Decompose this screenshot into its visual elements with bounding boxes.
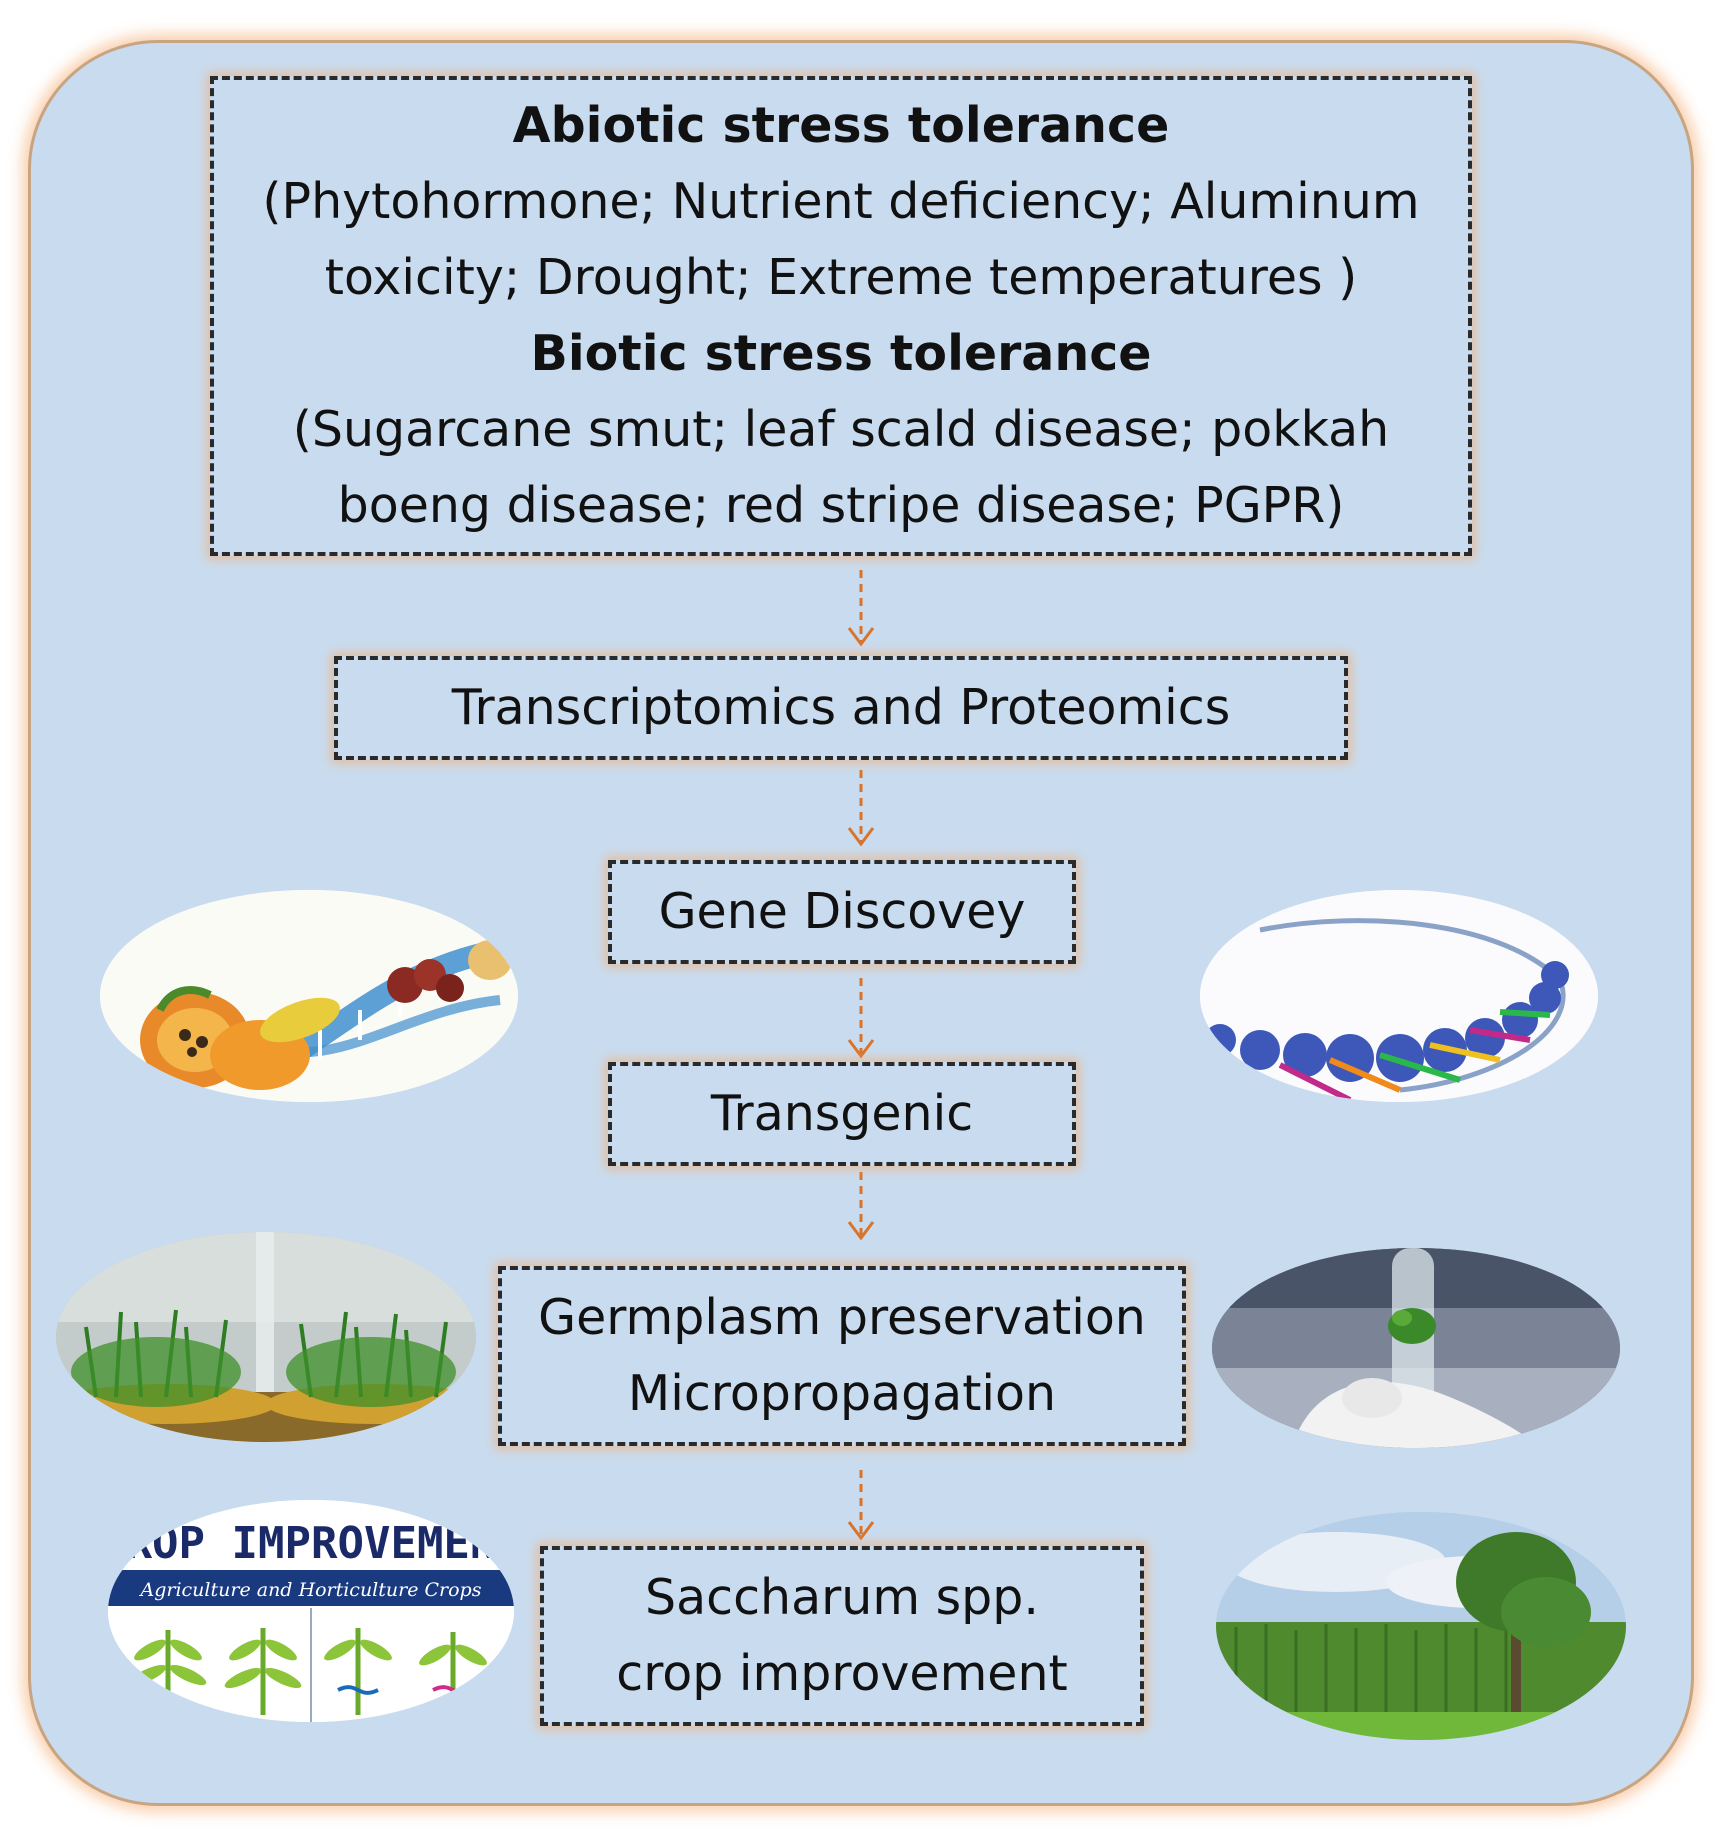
crop-line-1: Saccharum spp. xyxy=(645,1569,1039,1626)
dna-helix-image xyxy=(1200,890,1598,1102)
germplasm-box: Germplasm preservation Micropropagation xyxy=(498,1266,1186,1446)
transgenic-label: Transgenic xyxy=(710,1085,974,1142)
omics-label: Transcriptomics and Proteomics xyxy=(451,679,1231,736)
germplasm-line-1: Germplasm preservation xyxy=(538,1289,1146,1346)
germplasm-line-2: Micropropagation xyxy=(627,1365,1057,1422)
gene-discovery-label: Gene Discovey xyxy=(658,883,1026,940)
plant-culture-image xyxy=(56,1232,476,1442)
omics-box: Transcriptomics and Proteomics xyxy=(334,656,1348,760)
abiotic-title: Abiotic stress tolerance xyxy=(512,97,1170,154)
stress-tolerance-box: Abiotic stress tolerance (Phytohormone; … xyxy=(210,76,1472,556)
biotic-title: Biotic stress tolerance xyxy=(530,325,1152,382)
crop-image-subtitle: Agriculture and Horticulture Crops xyxy=(139,1579,482,1601)
arrow-3 xyxy=(847,978,875,1059)
sugarcane-field-image xyxy=(1216,1512,1626,1740)
arrow-5 xyxy=(847,1470,875,1541)
transgenic-box: Transgenic xyxy=(608,1062,1076,1166)
arrow-1 xyxy=(847,570,875,647)
test-tube-image xyxy=(1212,1248,1620,1448)
crop-improvement-box: Saccharum spp. crop improvement xyxy=(540,1546,1144,1726)
crop-line-2: crop improvement xyxy=(616,1645,1068,1702)
abiotic-line-2: toxicity; Drought; Extreme temperatures … xyxy=(324,249,1358,306)
crop-improvement-image: CROP IMPROVEMENT Agriculture and Horticu… xyxy=(108,1500,514,1722)
abiotic-line-1: (Phytohormone; Nutrient deficiency; Alum… xyxy=(262,173,1420,230)
biotic-line-1: (Sugarcane smut; leaf scald disease; pok… xyxy=(292,401,1390,458)
arrow-4 xyxy=(847,1172,875,1241)
arrow-2 xyxy=(847,770,875,847)
gene-discovery-box: Gene Discovey xyxy=(608,860,1076,964)
fruit-dna-image xyxy=(100,890,518,1102)
biotic-line-2: boeng disease; red stripe disease; PGPR) xyxy=(337,477,1345,534)
